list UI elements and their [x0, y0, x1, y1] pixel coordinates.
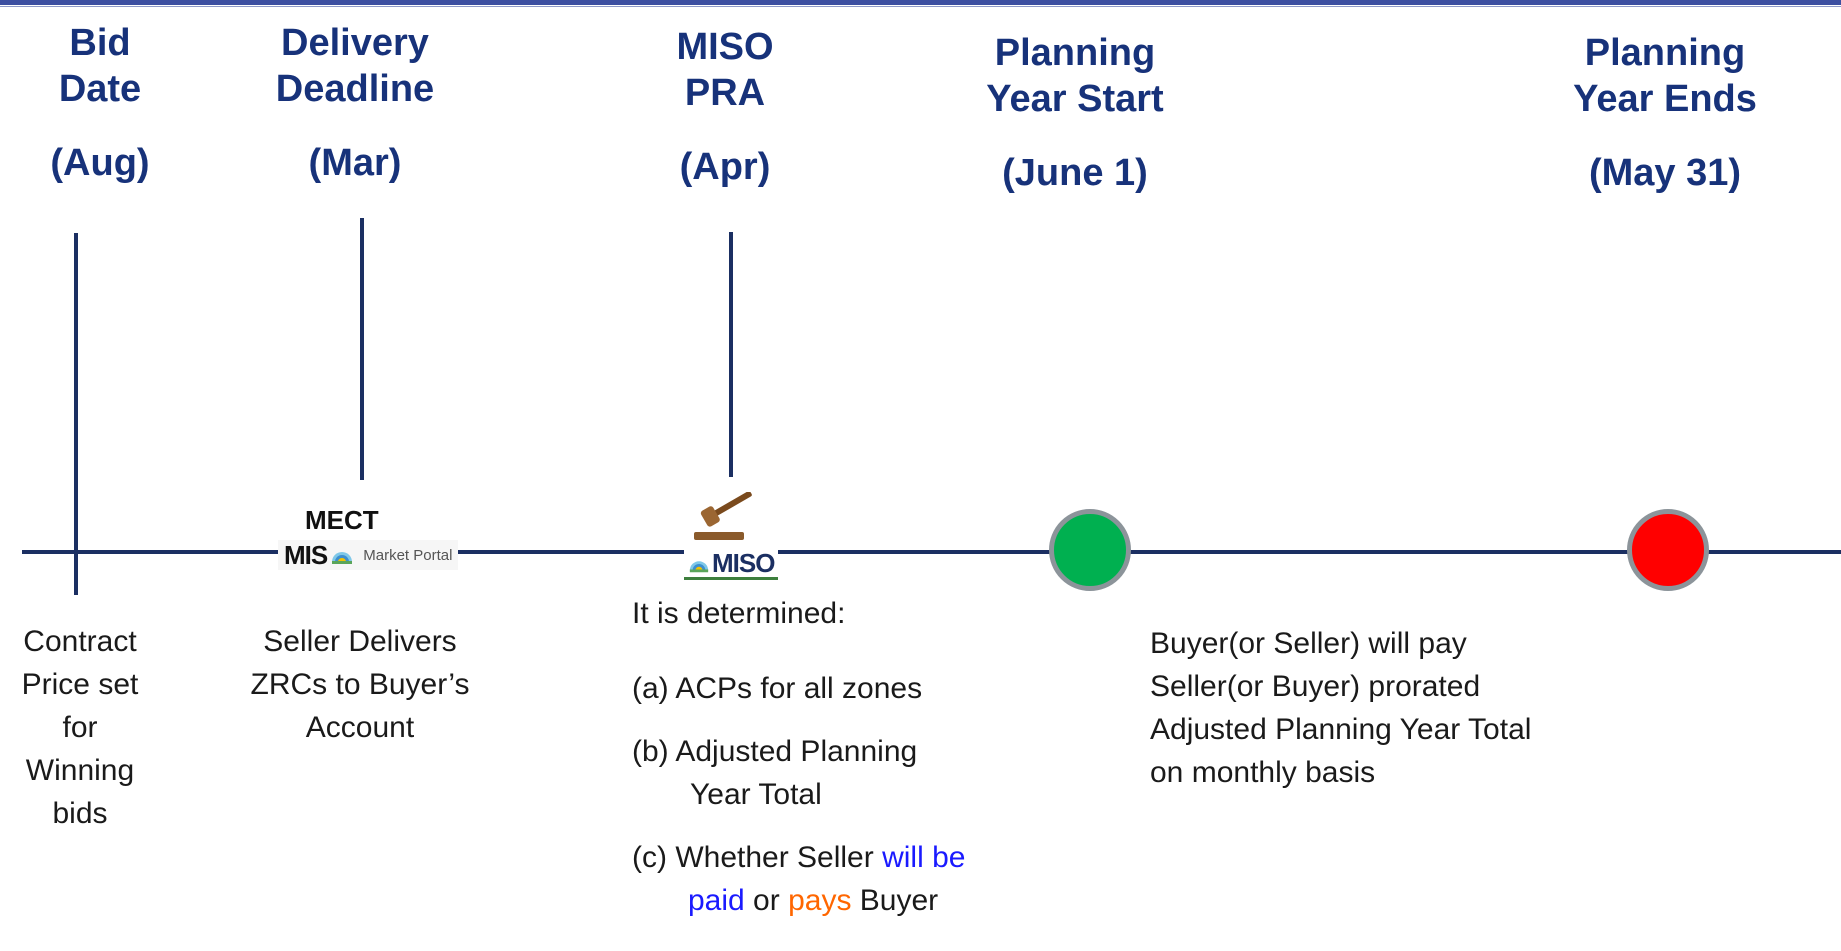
milestone-title-line1: Planning — [994, 32, 1156, 74]
description-line: Seller(or Buyer) prorated — [1150, 670, 1481, 703]
pra-item-c-or: or — [744, 884, 789, 917]
pra-item-c-paid: paid — [688, 884, 745, 917]
milestone-pra-heading: MISO PRA (Apr) — [645, 24, 805, 190]
milestone-title-line1: MISO — [676, 26, 774, 68]
milestone-title-line2: PRA — [684, 72, 766, 114]
milestone-title-line2: Date — [58, 68, 142, 110]
milestone-period: (Mar) — [308, 142, 402, 184]
milestone-title-line1: Planning — [1584, 32, 1746, 74]
milestone-title-line2: Year Start — [986, 78, 1164, 120]
description-line: ZRCs to Buyer’s — [250, 668, 470, 701]
description-line: bids — [52, 797, 108, 830]
payment-description: Buyer(or Seller) will pay Seller(or Buye… — [1150, 622, 1570, 794]
mect-label: MECT — [305, 505, 379, 535]
description-line: Price set — [21, 668, 139, 701]
pra-description: It is determined: (a) ACPs for all zones… — [632, 592, 1052, 922]
planning-year-end-marker — [1627, 509, 1709, 591]
description-line: Account — [305, 711, 415, 744]
timeline-axis — [22, 550, 1841, 554]
milestone-period: (Apr) — [679, 146, 771, 188]
milestone-period: (May 31) — [1588, 152, 1742, 194]
milestone-period: (Aug) — [50, 142, 150, 184]
pra-item-b-line2: Year Total — [690, 778, 822, 811]
pra-item-c-prefix: (c) Whether Seller — [632, 841, 883, 874]
gavel-icon — [694, 492, 752, 540]
description-line: Adjusted Planning Year Total — [1150, 713, 1532, 746]
milestone-delivery-heading: Delivery Deadline (Mar) — [240, 20, 470, 186]
description-line: on monthly basis — [1150, 756, 1376, 789]
pra-item-c-line2: paid or pays Buyer — [632, 879, 1052, 922]
milestone-title-line2: Deadline — [275, 68, 435, 110]
pra-item-b-line1: (b) Adjusted Planning — [632, 735, 918, 768]
miso-logo: MISO — [684, 548, 779, 580]
description-line: Winning — [25, 754, 135, 787]
planning-year-start-marker — [1049, 509, 1131, 591]
pra-intro: It is determined: — [632, 597, 846, 630]
top-border — [0, 0, 1841, 5]
portal-text: Market Portal — [363, 546, 453, 564]
milestone-title-line1: Delivery — [281, 22, 429, 64]
sunburst-icon — [332, 552, 353, 564]
description-line: Contract — [23, 625, 137, 658]
pra-item-c-line1: (c) Whether Seller will be — [632, 836, 1052, 879]
pra-item-c-pays: pays — [788, 884, 852, 917]
pra-marker-line — [729, 232, 733, 477]
milestone-end-heading: Planning Year Ends (May 31) — [1540, 30, 1790, 196]
delivery-description: Seller Delivers ZRCs to Buyer’s Account — [225, 620, 495, 749]
pra-item-c-suffix: Buyer — [851, 884, 939, 917]
milestone-period: (June 1) — [1002, 152, 1148, 194]
pra-item-a: (a) ACPs for all zones — [632, 672, 923, 705]
miso-market-portal-logo: MIS Market Portal — [278, 539, 459, 570]
miso-logo-text: MISO — [712, 548, 775, 578]
top-border-thin — [0, 6, 1841, 7]
milestone-bid-heading: Bid Date (Aug) — [20, 20, 180, 186]
milestone-title-line1: Bid — [69, 22, 131, 64]
milestone-start-heading: Planning Year Start (June 1) — [950, 30, 1200, 196]
description-line: Seller Delivers — [263, 625, 457, 658]
description-line: Buyer(or Seller) will pay — [1150, 627, 1467, 660]
pra-item-c-will-be: will be — [882, 841, 966, 874]
bid-description: Contract Price set for Winning bids — [0, 620, 160, 835]
description-line: for — [62, 711, 98, 744]
sunburst-icon — [689, 560, 709, 572]
bid-marker-line — [74, 233, 78, 595]
portal-brand-text: MIS — [284, 539, 328, 570]
delivery-marker-line — [360, 218, 364, 480]
milestone-title-line2: Year Ends — [1573, 78, 1757, 120]
